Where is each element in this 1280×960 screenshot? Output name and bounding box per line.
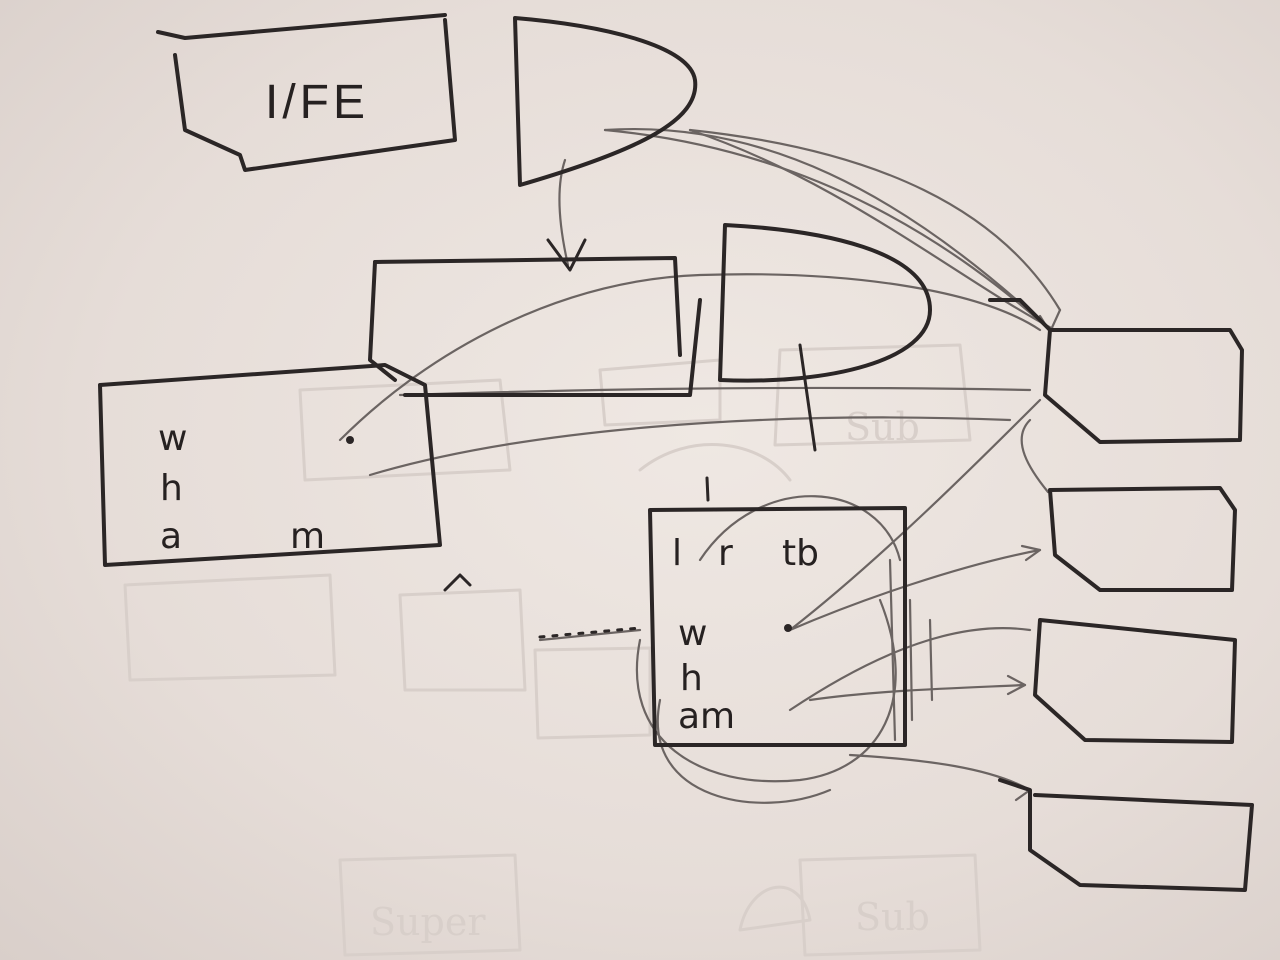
left-dot [346,436,354,444]
left-field-m: m [290,516,325,557]
right-box-1 [988,298,1244,444]
center-field-w: w [678,613,707,654]
d-node-top [513,16,698,187]
center-top-l: l [672,533,682,574]
d-node-middle [718,223,932,383]
center-field-am: am [678,696,735,737]
center-field-h: h [680,658,703,699]
left-box: w h a m [98,363,472,592]
center-dot [784,624,792,632]
ghost-label-sub: Sub [845,405,920,449]
center-top-r: r [718,533,733,574]
right-box-3 [1033,618,1237,744]
ife-box: I/FE [156,13,457,172]
right-box-4 [998,778,1254,892]
arrow-top-to-middle [546,238,587,272]
right-box-2 [1048,486,1237,592]
center-top-tb: tb [782,533,819,574]
ghost-label-super: Super [370,900,486,944]
center-box: l r tb w h am [648,506,934,747]
connector-vertical [705,343,817,502]
middle-box [368,256,702,397]
ghost-layer: Sub Super Sub [123,343,982,957]
left-field-h: h [160,468,183,509]
ife-title: I/FE [265,76,369,129]
ghost-label-sub-bottom: Sub [855,895,930,939]
left-field-w: w [158,418,187,459]
dotted-link [538,626,642,639]
left-field-a: a [160,516,182,557]
